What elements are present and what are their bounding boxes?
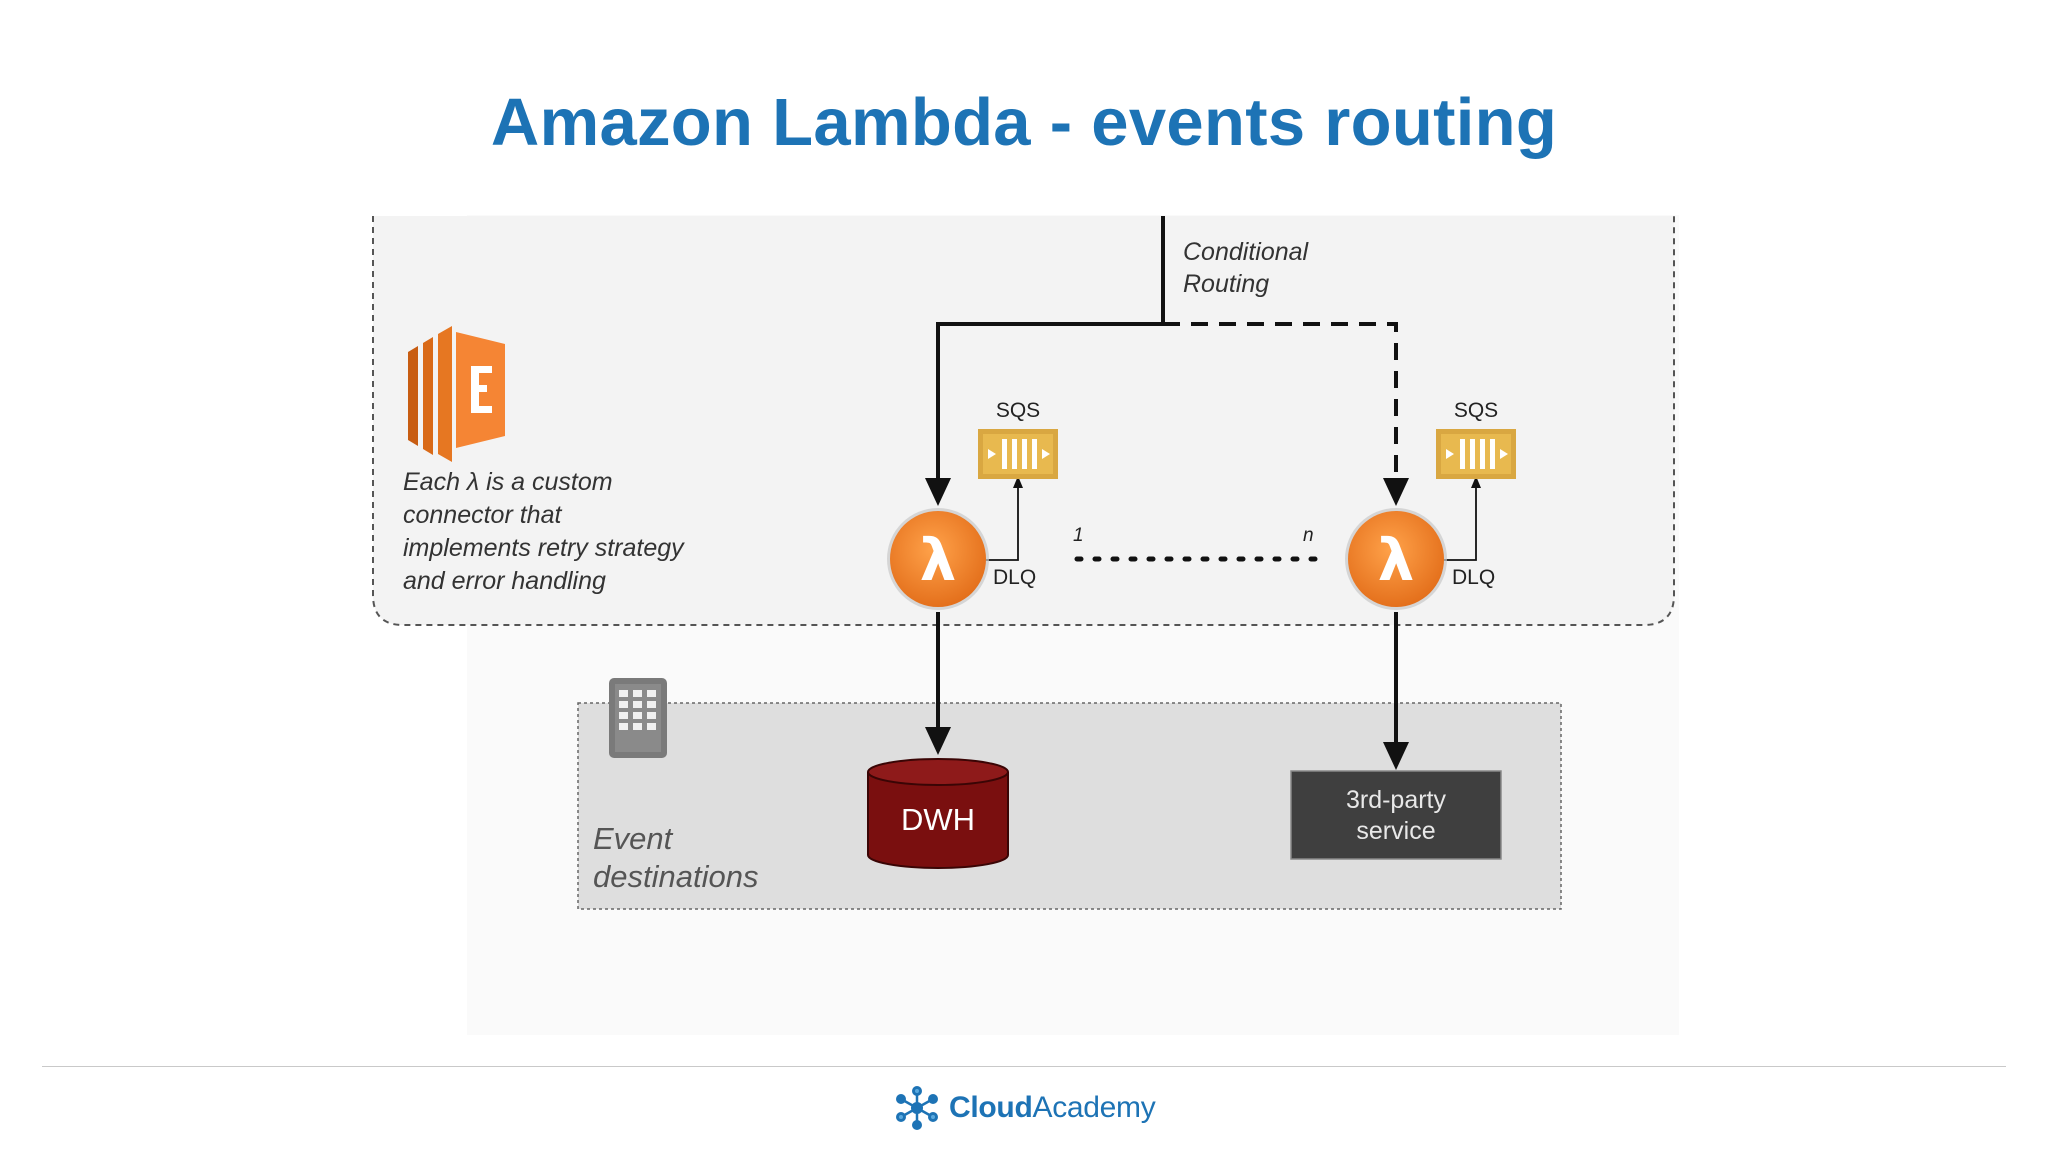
description-line-4: and error handling [403,567,606,595]
description-line-3: implements retry strategy [403,534,685,562]
sqs-label-1: SQS [996,399,1040,422]
routing-label-line-2: Routing [1183,270,1269,298]
brand-name-bold: Cloud [949,1091,1033,1124]
lambda-index-last: n [1303,525,1314,546]
data-warehouse-cylinder: DWH [867,758,1009,869]
lambda-index-first: 1 [1073,525,1084,546]
building-icon [609,678,667,758]
lambda-function-icon-2: λ [1345,508,1447,610]
dlq-label-1: DLQ [993,566,1036,589]
svg-text:λ: λ [1378,526,1415,594]
lambda-function-icon-1: λ [887,508,989,610]
service-label-line-1: 3rd-party [1346,786,1447,814]
sqs-queue-icon-2 [1436,429,1516,479]
lambda-region-border [372,216,1675,626]
sqs-label-2: SQS [1454,399,1498,422]
destinations-label-line-1: Event [593,821,674,856]
dlq-label-2: DLQ [1452,566,1495,589]
dwh-label: DWH [901,802,975,837]
description-line-1: Each λ is a custom [403,468,613,496]
cloud-academy-brand[interactable]: CloudAcademy [893,1085,1156,1131]
brand-name-regular: Academy [1032,1091,1156,1124]
routing-lines [936,216,1398,755]
service-label-line-2: service [1356,817,1435,845]
dlq-connectors [978,484,1477,561]
arrow-heads [925,478,1409,770]
routing-label-line-1: Conditional [1183,238,1310,266]
aws-lambda-logo-icon [408,326,505,462]
description-line-2: connector that [403,501,562,529]
brand-name: CloudAcademy [949,1091,1156,1125]
third-party-service-box: 3rd-party service [1290,770,1502,860]
cloud-academy-logo-icon [896,1086,938,1130]
svg-text:λ: λ [920,526,957,594]
footer-divider [42,1066,2006,1067]
sqs-queue-icon-1 [978,429,1058,479]
destinations-label-line-2: destinations [593,859,758,894]
slide-title: Amazon Lambda - events routing [490,85,1558,160]
